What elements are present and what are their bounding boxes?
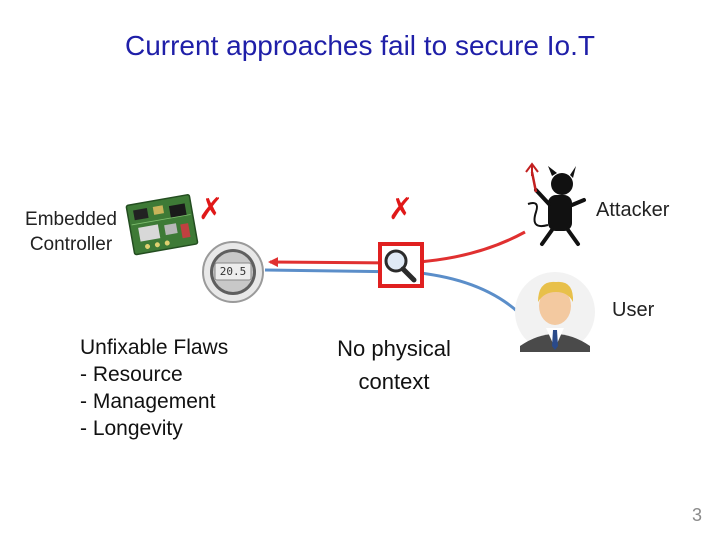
slide-title: Current approaches fail to secure Io.T (124, 30, 595, 61)
context-line1: No physical (337, 336, 451, 361)
magnifier-icon (378, 242, 424, 288)
embedded-controller-label: Embedded Controller (18, 207, 124, 257)
thermostat-icon (202, 241, 264, 303)
embedded-label-line1: Embedded (25, 209, 117, 230)
no-physical-context-label: No physical context (322, 332, 466, 398)
thermostat-reading: 20.5 (219, 265, 247, 278)
cross-mark-controller: ✗ (198, 192, 224, 227)
flaw-item: - Longevity (80, 417, 183, 440)
attacker-devil-icon (525, 162, 586, 246)
page-number: 3 (691, 505, 702, 525)
attacker-label: Attacker (596, 199, 670, 221)
circuit-board-icon (125, 194, 199, 256)
embedded-label-line2: Controller (29, 234, 113, 255)
flaw-item: - Management (80, 390, 216, 413)
unfixable-flaws-list: Unfixable Flaws - Resource - Management … (80, 334, 228, 442)
user-avatar-icon (515, 272, 595, 352)
user-label: User (612, 299, 655, 321)
cross-mark-context: ✗ (388, 192, 414, 227)
flaw-item: - Resource (80, 363, 183, 386)
context-line2: context (358, 369, 430, 394)
flaws-heading: Unfixable Flaws (80, 336, 229, 359)
